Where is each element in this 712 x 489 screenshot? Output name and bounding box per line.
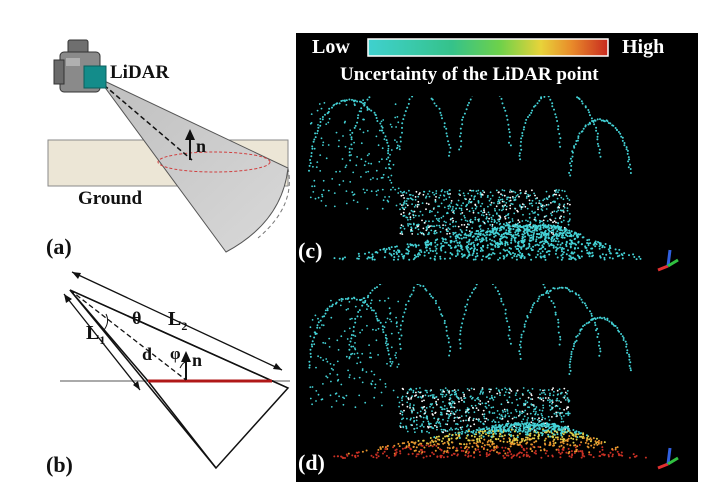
panel-c-label: (c) [298, 238, 323, 263]
point-cloud-d [308, 284, 647, 459]
panel-b-label: (b) [46, 452, 73, 477]
normal-label-b: n [192, 350, 203, 370]
lidar-sensor-icon [53, 39, 107, 93]
d-label: d [142, 344, 153, 364]
L1-label: L1 [86, 322, 106, 347]
axis-gizmo-d [657, 447, 679, 470]
panel-d-label: (d) [298, 450, 325, 475]
beam-footprint [157, 151, 271, 173]
phi-label: φ [170, 344, 181, 363]
uncertainty-colorbar [367, 38, 609, 57]
point-cloud-c [308, 96, 642, 261]
panel-a-label: (a) [46, 234, 72, 259]
panel-a-diagram [47, 39, 290, 253]
normal-arrow-a [185, 129, 195, 140]
ground-label: Ground [78, 188, 143, 209]
L2-dimension [71, 271, 283, 371]
beam-center-line [97, 79, 193, 161]
lidar-beam-cone [97, 77, 289, 253]
L1-dimension [63, 293, 141, 391]
panel-b-diagram [60, 271, 290, 470]
L2-label: L2 [168, 308, 188, 333]
axis-gizmo-c [657, 249, 679, 272]
point-cloud-background [296, 33, 698, 482]
colorbar-high-label: High [622, 36, 665, 58]
colorbar-low-label: Low [312, 36, 350, 58]
center-dashed-b [69, 289, 187, 381]
lidar-label: LiDAR [110, 62, 170, 83]
normal-arrow-b [181, 351, 191, 362]
normal-label-a: n [196, 136, 207, 156]
colorbar-title: Uncertainty of the LiDAR point [340, 64, 599, 85]
theta-label: θ [132, 308, 142, 328]
